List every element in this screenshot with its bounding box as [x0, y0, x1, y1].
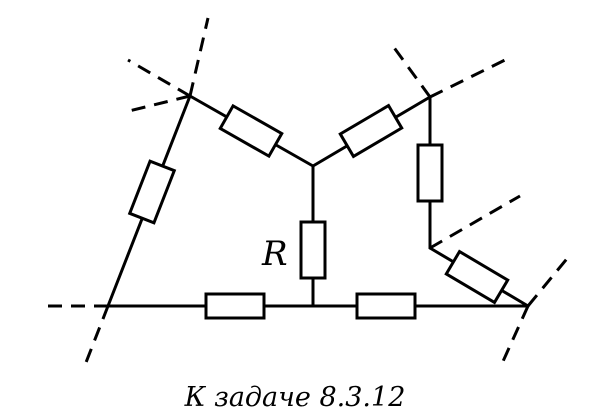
resistor-left-diagonal: [127, 159, 177, 225]
dash-left-top: [188, 17, 210, 97]
dash-right-bottom-up: [526, 254, 572, 307]
resistors: [127, 103, 510, 320]
dash-left-upper-2: [124, 94, 191, 114]
dash-left-upper-1: [127, 58, 191, 98]
dash-right-mid: [429, 194, 521, 250]
resistor-label-r: R: [261, 234, 288, 274]
resistor-upper-right: [338, 103, 404, 159]
resistor-right-vertical: [416, 143, 444, 203]
figure-caption: К задаче 8.3.12: [184, 382, 406, 413]
dash-right-bottom-down: [498, 305, 530, 369]
dash-right-top-2: [429, 58, 506, 99]
resistor-bottom-right: [355, 292, 417, 320]
dash-left-bottom-down: [83, 305, 110, 366]
dash-right-top-1: [388, 41, 432, 98]
resistor-right-diagonal: [444, 249, 510, 305]
dashed-extensions: [46, 17, 572, 369]
resistor-upper-left: [218, 103, 284, 159]
resistor-center-r: [299, 220, 327, 280]
resistor-bottom-left: [204, 292, 266, 320]
